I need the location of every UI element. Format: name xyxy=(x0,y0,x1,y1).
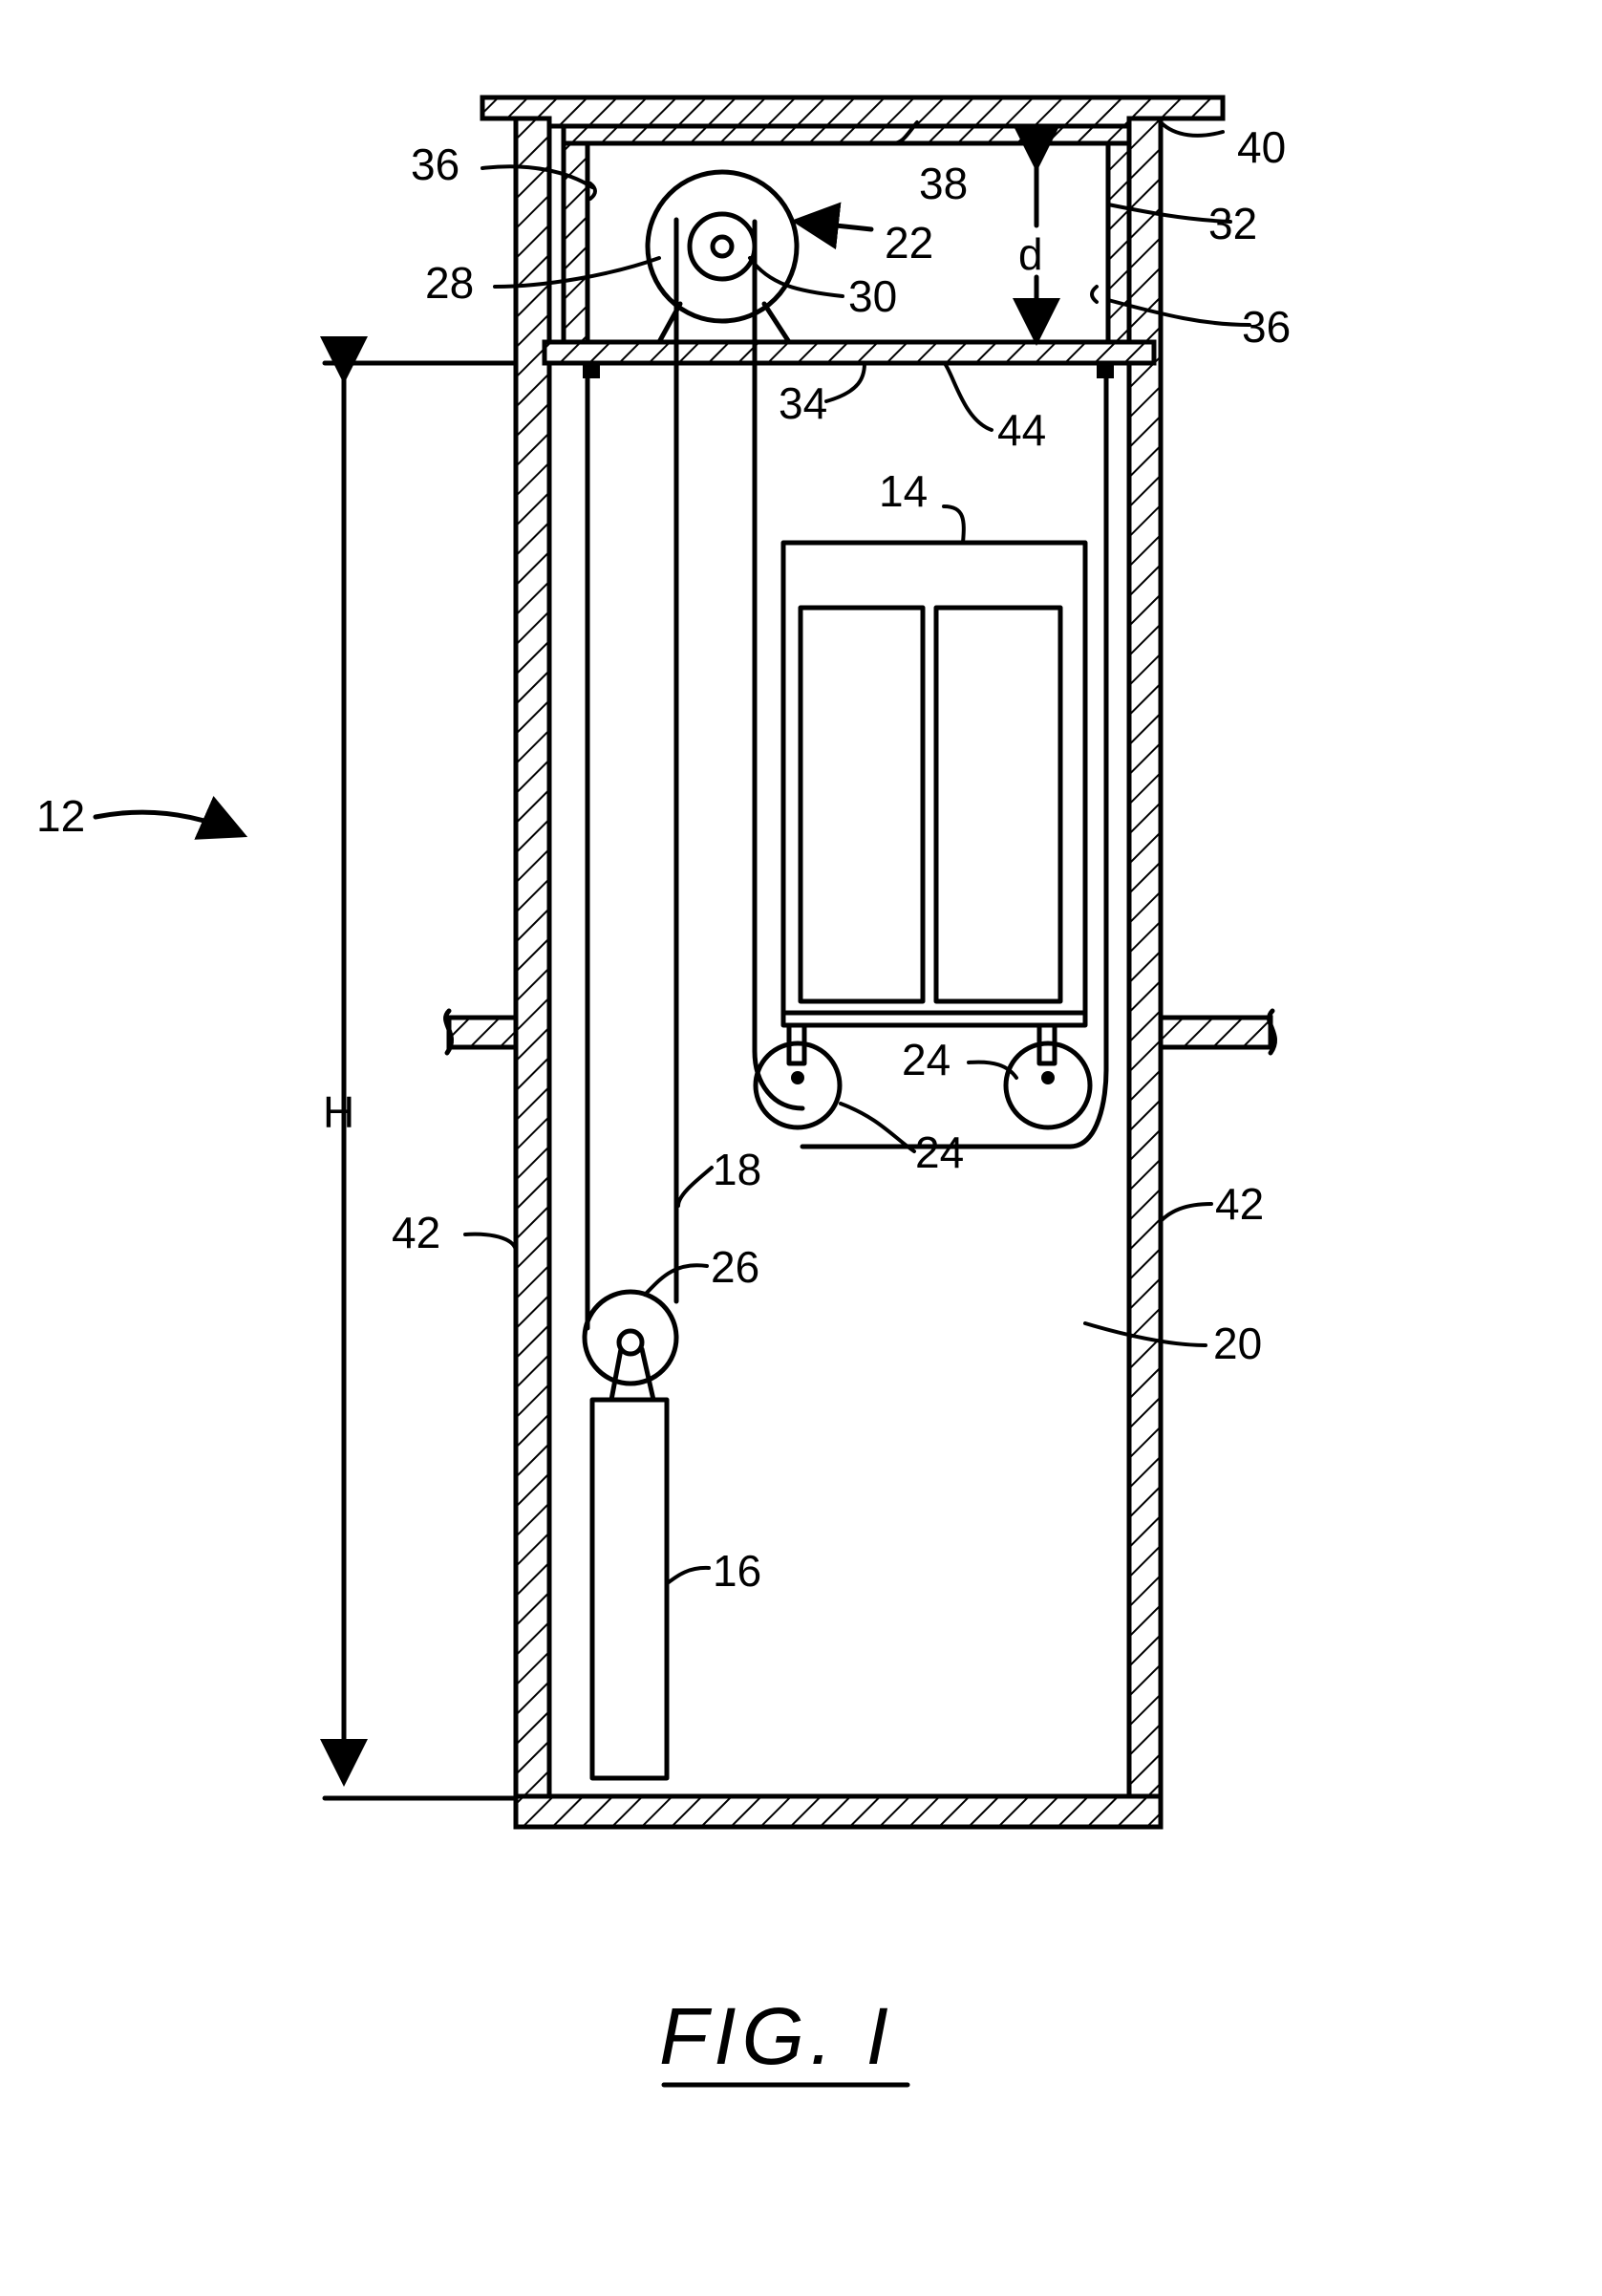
jack-cylinder xyxy=(592,1400,667,1778)
label-42-left: 42 xyxy=(392,1208,440,1257)
label-20: 20 xyxy=(1213,1319,1262,1368)
machine-housing xyxy=(545,126,1154,378)
sheave-hub xyxy=(690,214,755,279)
mounting-plate xyxy=(545,342,1154,363)
label-36-right: 36 xyxy=(1242,302,1291,352)
label-34: 34 xyxy=(779,378,827,428)
housing-right-wall xyxy=(1108,126,1129,344)
label-dim-H: H xyxy=(323,1087,354,1137)
car-sheave-right xyxy=(1006,1043,1090,1127)
figure-title: FIG. I xyxy=(659,1991,894,2081)
pit-floor xyxy=(516,1796,1161,1827)
left-landing-slab xyxy=(449,1018,516,1047)
right-hoistway-wall xyxy=(1129,118,1161,1796)
housing-top xyxy=(564,126,1129,143)
label-42-right: 42 xyxy=(1215,1179,1264,1229)
label-40: 40 xyxy=(1237,122,1286,172)
dimension-H xyxy=(325,363,516,1798)
label-12: 12 xyxy=(36,791,85,841)
label-22: 22 xyxy=(885,218,933,268)
label-24-left: 24 xyxy=(915,1127,964,1177)
label-24-right: 24 xyxy=(902,1035,951,1084)
label-28: 28 xyxy=(425,258,474,308)
label-32: 32 xyxy=(1208,199,1257,248)
label-26: 26 xyxy=(711,1242,759,1292)
hoist-rope xyxy=(587,220,1106,1328)
label-38: 38 xyxy=(919,159,968,208)
hydraulic-jack xyxy=(585,1292,676,1778)
jack-sheave xyxy=(585,1292,676,1384)
bolt-right xyxy=(1097,363,1114,378)
figure-caption: FIG. I xyxy=(659,1991,908,2085)
drive-sheave xyxy=(648,172,797,342)
left-hoistway-wall xyxy=(516,118,549,1796)
car-door-left xyxy=(801,608,923,1001)
sheave-axle xyxy=(713,237,732,256)
label-16: 16 xyxy=(713,1546,761,1596)
car-door-right xyxy=(936,608,1060,1001)
car-sheave-left xyxy=(756,1043,840,1127)
sheave-outer xyxy=(648,172,797,321)
top-slab xyxy=(482,97,1223,126)
label-18: 18 xyxy=(713,1145,761,1194)
right-landing-slab xyxy=(1161,1018,1271,1047)
label-14: 14 xyxy=(879,466,928,516)
label-30: 30 xyxy=(848,271,897,321)
label-44: 44 xyxy=(997,405,1046,455)
label-dim-d: d xyxy=(1018,229,1043,279)
label-36-left: 36 xyxy=(411,139,459,189)
housing-left-wall xyxy=(564,126,587,344)
